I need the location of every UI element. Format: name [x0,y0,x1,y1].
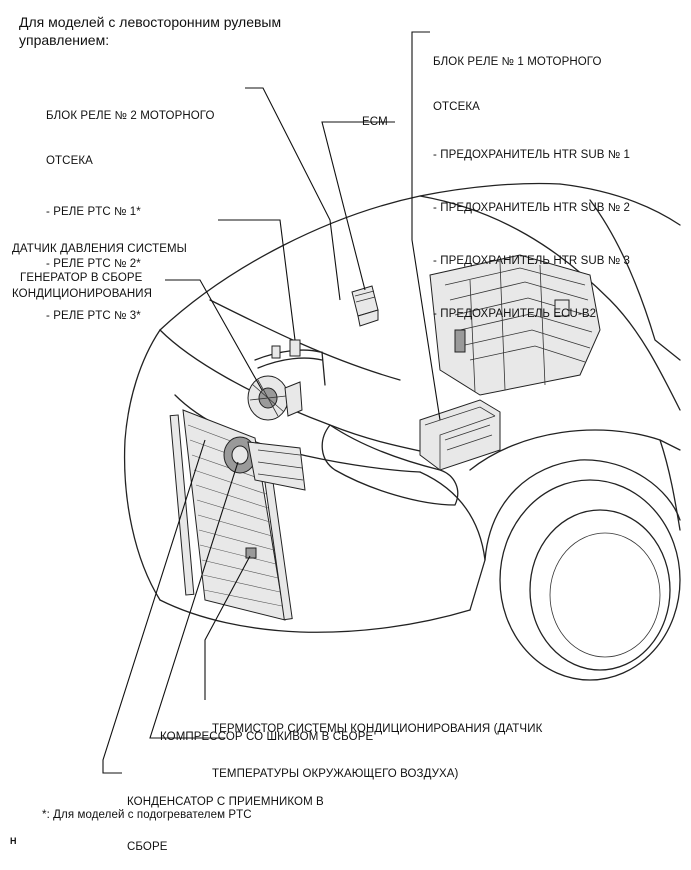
compressor-label: КОМПРЕССОР СО ШКИВОМ В СБОРЕ [160,731,374,743]
fuse-htr-sub-1-item: - ПРЕДОХРАНИТЕЛЬ HTR SUB № 1 [433,149,631,161]
relay-ptc-2-item: - РЕЛЕ PTC № 2* [46,258,141,270]
pressure-sensor-drawing [254,339,326,386]
fuse-htr-sub-2-item: - ПРЕДОХРАНИТЕЛЬ HTR SUB № 2 [433,202,631,214]
figure-code: H [10,836,17,846]
condenser-line-2: СБОРЕ [127,841,168,853]
relay-block-2-title-2: ОТСЕКА [46,155,93,167]
relay-block-1-title-2: ОТСЕКА [433,101,480,113]
engine-unit-drawing [429,254,601,396]
car-body-outline [123,182,681,681]
relay-ptc-1-item: - РЕЛЕ PTC № 1* [46,206,141,218]
fuse-htr-sub-3-item: - ПРЕДОХРАНИТЕЛЬ HTR SUB № 3 [433,255,631,267]
leader-lines [102,31,441,774]
thermistor-line-2: ТЕМПЕРАТУРЫ ОКРУЖАЮЩЕГО ВОЗДУХА) [212,768,459,780]
condenser-line-1: КОНДЕНСАТОР С ПРИЕМНИКОМ В [127,796,324,808]
condenser-label: КОНДЕНСАТОР С ПРИЕМНИКОМ В СБОРЕ [127,765,324,870]
ecm-drawing [351,285,379,327]
thermistor-line-1: ТЕРМИСТОР СИСТЕМЫ КОНДИЦИОНИРОВАНИЯ (ДАТ… [212,723,543,735]
compressor-drawing [223,436,306,491]
pressure-sensor-line-2: КОНДИЦИОНИРОВАНИЯ [12,288,153,300]
ecm-label: ECM [362,116,388,128]
fuse-ecu-b2-item: - ПРЕДОХРАНИТЕЛЬ ECU-B2 [433,308,597,320]
relay-block-2-label: БЛОК РЕЛЕ № 2 МОТОРНОГО ОТСЕКА - РЕЛЕ PT… [46,79,215,339]
title-line-2: управлением: [19,32,110,48]
relay-ptc-3-item: - РЕЛЕ PTC № 3* [46,310,141,322]
relay-block-1-title-1: БЛОК РЕЛЕ № 1 МОТОРНОГО [433,56,602,68]
generator-label: ГЕНЕРАТОР В СБОРЕ [20,272,143,284]
title-line-1: Для моделей с левосторонним рулевым [19,14,282,30]
footnote: *: Для моделей с подогревателем PTC [42,809,252,821]
thermistor-drawing [245,547,257,559]
pressure-sensor-label: ДАТЧИК ДАВЛЕНИЯ СИСТЕМЫ КОНДИЦИОНИРОВАНИ… [12,212,187,317]
relay-block-2-title-1: БЛОК РЕЛЕ № 2 МОТОРНОГО [46,110,215,122]
generator-drawing [247,375,303,421]
page-title: Для моделей с левосторонним рулевым упра… [19,13,281,49]
thermistor-label: ТЕРМИСТОР СИСТЕМЫ КОНДИЦИОНИРОВАНИЯ (ДАТ… [212,692,542,797]
relay-block-1-label: БЛОК РЕЛЕ № 1 МОТОРНОГО ОТСЕКА - ПРЕДОХР… [433,25,630,337]
pressure-sensor-line-1: ДАТЧИК ДАВЛЕНИЯ СИСТЕМЫ [12,243,187,255]
relay-block-1-drawing [419,399,501,471]
